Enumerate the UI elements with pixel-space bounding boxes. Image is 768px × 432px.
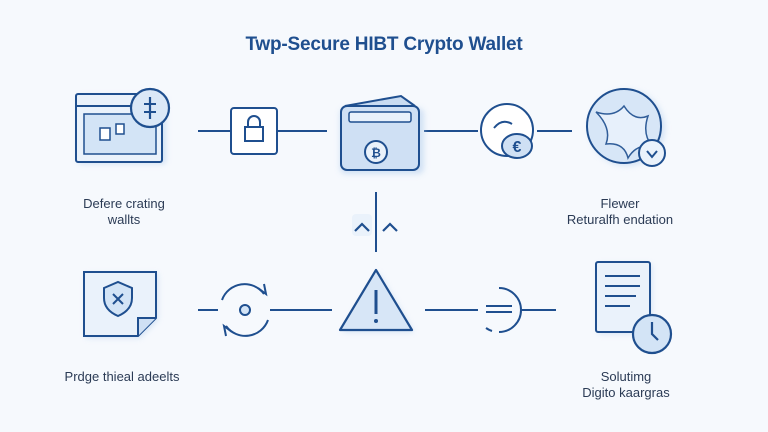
- globe-icon: [586, 88, 666, 167]
- euro-coin-icon: €: [480, 103, 534, 159]
- browser-window-icon: [75, 87, 171, 164]
- label-line: Returalfh endation: [566, 212, 674, 227]
- label-line: Flewer: [600, 196, 640, 211]
- chevron-up-pair-icon: [352, 214, 398, 236]
- label-left-bottom: Prdge thieal adeelts: [42, 369, 202, 385]
- document-clock-icon: [595, 261, 673, 355]
- label-line: Defere crating: [83, 196, 165, 211]
- label-line: Prdge thieal adeelts: [64, 369, 180, 384]
- wallet-icon: ₿: [340, 94, 424, 174]
- label-right-top: Flewer Returalfh endation: [548, 196, 692, 228]
- label-line: Solutimg: [600, 369, 652, 384]
- minus-circle-icon: [485, 287, 522, 333]
- label-right-bottom: Solutimg Digito kaargras: [556, 369, 696, 401]
- label-line: wallts: [107, 212, 141, 227]
- padlock-icon: [230, 107, 278, 155]
- label-line: Digito kaargras: [582, 385, 670, 400]
- refresh-cycle-icon: [221, 283, 269, 337]
- warning-triangle-icon: [338, 268, 414, 332]
- page-title: Twp-Secure HIBT Crypto Wallet: [245, 34, 523, 55]
- svg-text:€: €: [513, 139, 522, 156]
- shield-document-icon: [83, 271, 158, 338]
- svg-text:₿: ₿: [371, 146, 381, 160]
- label-left-top: Defere crating wallts: [52, 196, 196, 228]
